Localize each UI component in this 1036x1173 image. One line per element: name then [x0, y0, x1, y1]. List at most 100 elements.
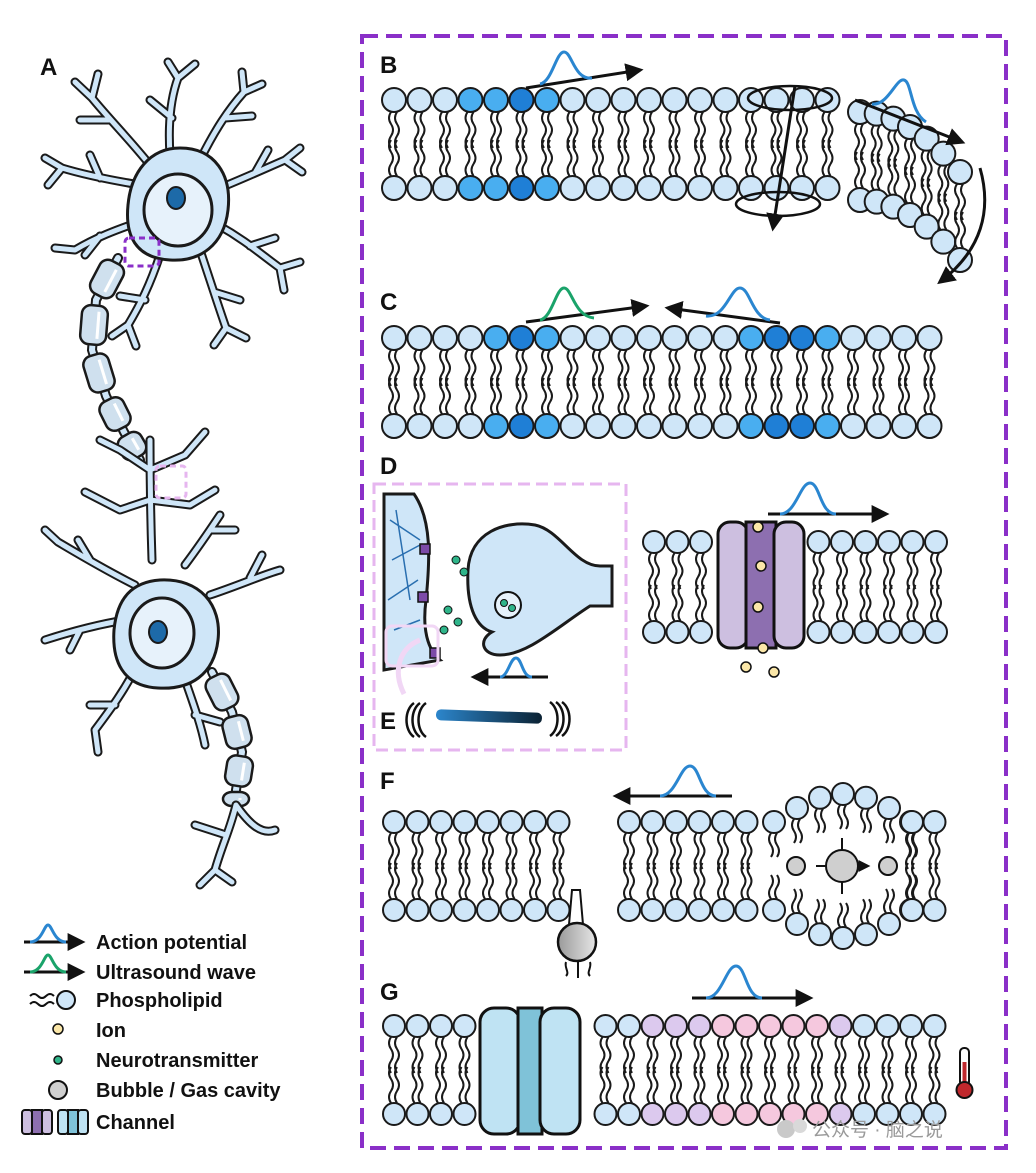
panel-f-lipid-tail-top [693, 832, 706, 870]
panel-f-lipid-head-bottom [546, 898, 571, 922]
panel-c-lipid-head-bottom [738, 413, 764, 439]
panel-f-membrane [382, 782, 947, 950]
panel-g-lipid-tail-top [670, 1036, 682, 1074]
panel-b-lipid-tail-bottom [694, 139, 706, 177]
panel-b-lipid-head-top [406, 87, 433, 113]
panel-c-lipid-head-top [763, 325, 790, 351]
panel-g-lipid-tail-top [740, 1036, 753, 1074]
panel-d-lipid-head-bottom [689, 620, 713, 644]
panel-c-lipid-head-top [916, 325, 943, 351]
panel-c-lipid-head-bottom [891, 413, 917, 439]
panel-f-lipid-head-top [785, 796, 809, 820]
panel-c-lipid-head-bottom [483, 413, 509, 439]
panel-d-lipid-tail-top [671, 552, 684, 590]
myelin-sheath-segment [204, 672, 240, 712]
panel-f-microjet-spray [564, 961, 592, 978]
panel-g-lipid-head-bottom [852, 1102, 876, 1126]
panel-g-lipid-tail-top [881, 1036, 894, 1074]
panel-g-lipid-tail-top [717, 1036, 729, 1074]
panel-d-lipid-head-top [877, 530, 901, 554]
panel-b-bend-arrow [854, 98, 966, 146]
panel-g-lipid-tail-bottom [693, 1066, 706, 1104]
presynaptic-terminal [466, 522, 614, 657]
panel-b-lipid-tail-bottom [490, 139, 502, 177]
panel-b-lipid-tail-bottom [920, 178, 933, 216]
panel-d-lipid-head-bottom [642, 620, 666, 644]
panel-c-lipid-head-bottom [610, 413, 637, 439]
panel-g-lipid-head-top [899, 1014, 923, 1038]
panel-d-inset-frame [372, 482, 628, 752]
panel-b-lipid-tail-bottom [464, 139, 477, 177]
thermo-channel-left-subunit [478, 1006, 522, 1136]
panel-g-lipid-tail-top [411, 1036, 424, 1074]
panel-f-expansion-arrows [816, 838, 868, 894]
panel-g-lipid-head-top [382, 1014, 406, 1038]
panel-b-lipid-tail-bottom [745, 139, 757, 177]
panel-f-action-potential-pulse [659, 764, 717, 798]
panel-b-lipid-head-bottom [661, 175, 688, 201]
panel-b-lipid-head-top [636, 87, 662, 113]
panel-b-lipid-head-bottom [534, 175, 560, 201]
panel-g-lipid-tail-bottom [623, 1066, 635, 1104]
panel-b-lipid-head-bottom [457, 175, 484, 201]
panel-f-lipid-head-bottom [831, 926, 855, 950]
panel-g-lipid-tail-top [599, 1036, 612, 1074]
panel-f-lipid-head-bottom [617, 898, 641, 922]
panel-c-lipid-head-top [483, 325, 509, 351]
panel-b-lipid-head-top [559, 87, 586, 113]
panel-f-lipid-head-top [808, 785, 832, 810]
panel-b-lipid-head-bottom [610, 175, 637, 201]
panel-g-lipid-head-bottom [405, 1102, 430, 1126]
panel-f-lipid-head-bottom [808, 922, 832, 947]
panel-f-lipid-head-bottom [734, 898, 759, 922]
panel-label-g: G [380, 979, 399, 1006]
channel-ion-4 [757, 642, 769, 654]
legend-ion-icon [52, 1023, 64, 1035]
panel-b-lipid-head-bottom [712, 175, 739, 201]
panel-g-lipid-tail-bottom [928, 1066, 941, 1104]
panel-c-lipid-head-bottom [840, 413, 866, 439]
panel-f-lipid-tail-top [482, 832, 494, 870]
panel-d-zoom-lens [395, 637, 422, 696]
panel-f-lipid-tail-bottom [883, 888, 895, 914]
panel-f-lipid-head-top [617, 810, 641, 834]
thermo-channel-right-subunit [538, 1006, 582, 1136]
panel-f-lipid-tail-bottom [411, 862, 424, 900]
panel-b-flex-arrow [937, 167, 987, 285]
upper-neuron-nucleus-envelope [142, 172, 214, 248]
panel-d-lipid-head-top [900, 530, 925, 554]
panel-f-lipid-head-bottom [762, 898, 786, 922]
panel-f-bubble-expanding [825, 849, 859, 883]
panel-f-lipid-tail-bottom [860, 898, 872, 924]
panel-f-lipid-tail-bottom [814, 898, 826, 924]
upper-neuron-nucleolus [166, 186, 186, 210]
upper-axon-myelin [78, 253, 148, 465]
panel-f-lipid-head-bottom [877, 912, 901, 936]
panel-f-lipid-tail-top [505, 832, 518, 870]
panel-f-lipid-tail-bottom [768, 874, 780, 900]
panel-f-lipid-tail-bottom [646, 862, 659, 900]
ion-channel-right-subunit [772, 520, 806, 650]
myelin-sheath-segment [221, 713, 253, 751]
panel-f-overlays [556, 764, 898, 978]
panel-b-lipid-tail-bottom [796, 139, 808, 177]
panel-d-lipid-tail-top [883, 552, 895, 590]
panel-a-neurons [40, 57, 307, 890]
channel-ion-6 [768, 666, 780, 678]
panel-g-lipid-head-bottom [640, 1102, 665, 1126]
panel-c-lipid-head-top [381, 325, 407, 351]
panel-b-lipid-head-bottom [406, 175, 433, 201]
panel-label-a: A [40, 54, 57, 81]
panel-c-lipid-tail-bottom [847, 377, 859, 415]
panel-c-lipid-head-bottom [865, 413, 892, 439]
panel-c-lipid-tail-bottom [745, 377, 757, 415]
axon-hillock-marker [123, 236, 161, 268]
panel-f-lipid-tail-bottom [388, 862, 400, 900]
receptor-2 [417, 591, 429, 603]
panel-f-lipid-tail-top [883, 818, 895, 844]
panel-c-lipid-tail-bottom [643, 377, 655, 415]
panel-d-lipid-head-top [853, 530, 878, 554]
panel-b-lipid-tail-bottom [515, 139, 528, 177]
panel-g-lipid-tail-bottom [834, 1066, 847, 1104]
panel-f-lipid-tail-bottom [552, 862, 565, 900]
